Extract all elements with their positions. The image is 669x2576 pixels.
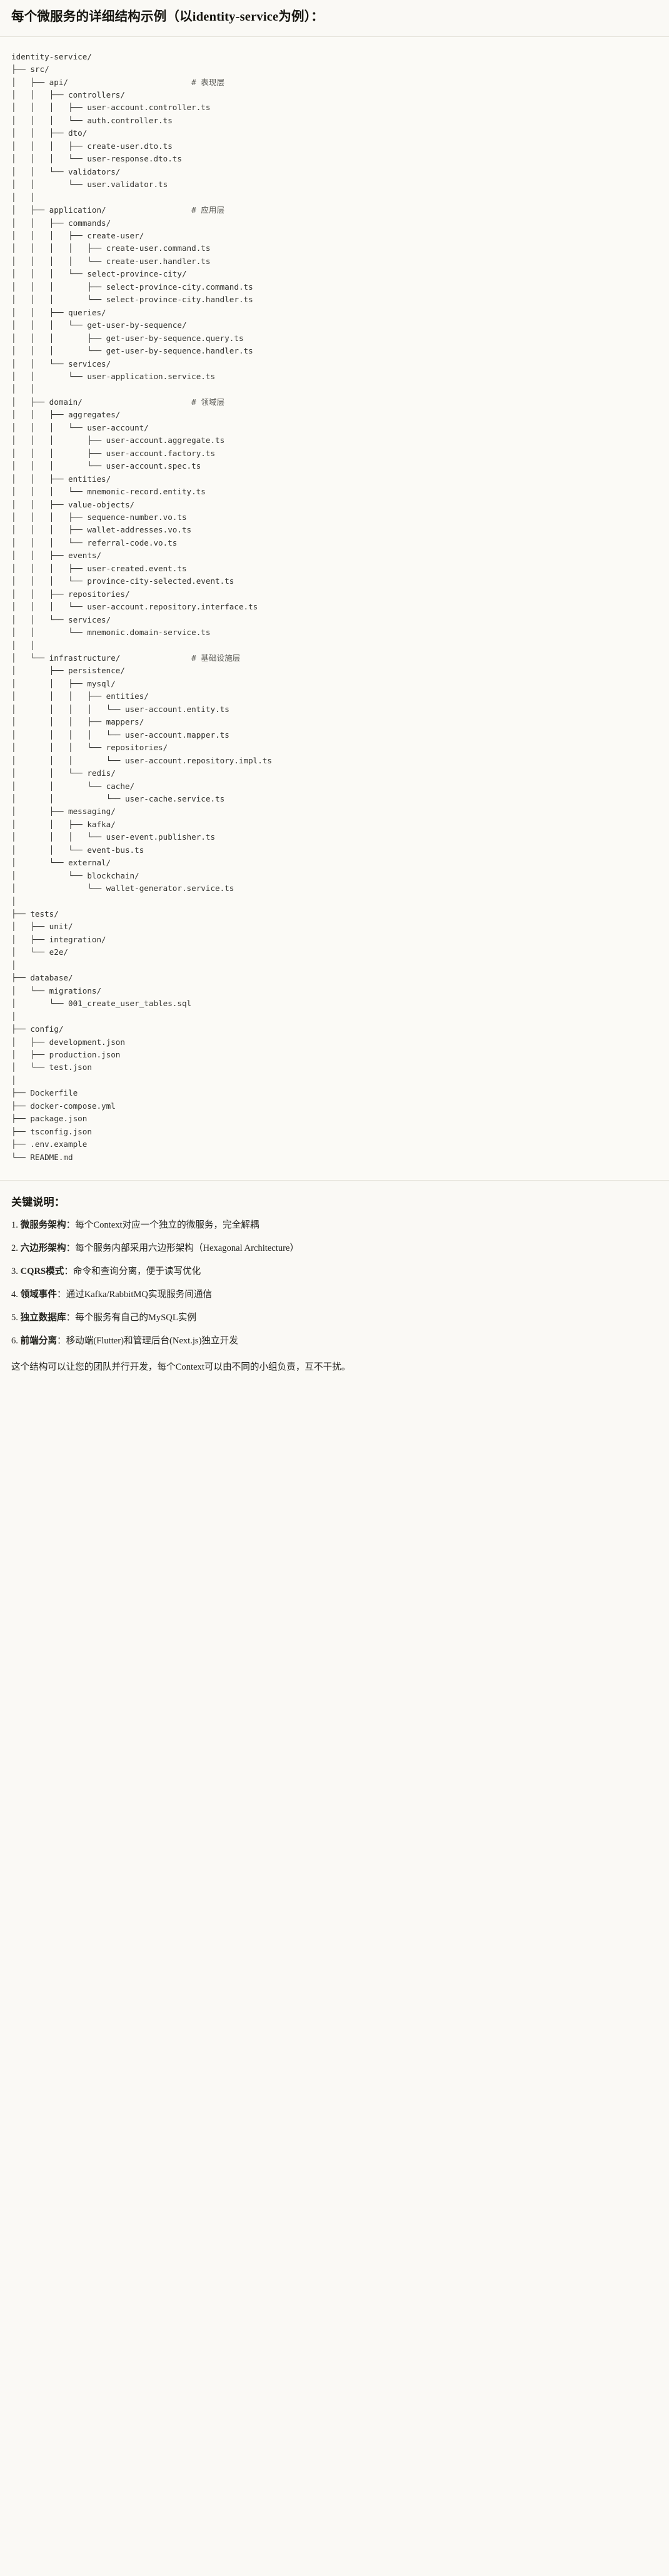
header: 每个微服务的详细结构示例（以identity-service为例）： bbox=[0, 0, 669, 37]
key-note-label: 微服务架构 bbox=[20, 1220, 66, 1231]
key-note-text: ：每个Context对应一个独立的微服务，完全解耦 bbox=[66, 1220, 259, 1231]
directory-tree: identity-service/ ├── src/ │ ├── api/ # … bbox=[11, 51, 273, 1162]
closing-paragraph: 这个结构可以让您的团队并行开发，每个Context可以由不同的小组负责，互不干扰… bbox=[11, 1362, 351, 1373]
key-notes-section: 关键说明： 微服务架构：每个Context对应一个独立的微服务，完全解耦六边形架… bbox=[0, 1181, 669, 1389]
tree-layer-comment: # 应用层 bbox=[191, 205, 225, 215]
tree-layer-comment: # 基础设施层 bbox=[191, 653, 241, 663]
key-note-item: 独立数据库：每个服务有自己的MySQL实例 bbox=[11, 1311, 658, 1325]
key-notes-list: 微服务架构：每个Context对应一个独立的微服务，完全解耦六边形架构：每个服务… bbox=[11, 1219, 658, 1348]
key-notes-title: 关键说明： bbox=[11, 1196, 65, 1209]
key-note-item: 六边形架构：每个服务内部采用六边形架构（Hexagonal Architectu… bbox=[11, 1242, 658, 1256]
key-note-text: ：每个服务内部采用六边形架构（Hexagonal Architecture） bbox=[66, 1243, 299, 1253]
tree-layer-comment: # 领域层 bbox=[191, 397, 225, 407]
key-note-item: 微服务架构：每个Context对应一个独立的微服务，完全解耦 bbox=[11, 1219, 658, 1233]
key-note-text: ：通过Kafka/RabbitMQ实现服务间通信 bbox=[56, 1289, 213, 1300]
key-note-label: 领域事件 bbox=[20, 1289, 57, 1300]
page-root: 每个微服务的详细结构示例（以identity-service为例）： ident… bbox=[0, 0, 669, 1388]
key-note-text: ：命令和查询分离，便于读写优化 bbox=[64, 1266, 201, 1276]
key-note-text: ：移动端(Flutter)和管理后台(Next.js)独立开发 bbox=[56, 1335, 238, 1346]
tree-layer-comment: # 表现层 bbox=[191, 77, 225, 87]
key-note-item: 领域事件：通过Kafka/RabbitMQ实现服务间通信 bbox=[11, 1288, 658, 1302]
key-note-item: 前端分离：移动端(Flutter)和管理后台(Next.js)独立开发 bbox=[11, 1335, 658, 1348]
key-note-label: 独立数据库 bbox=[20, 1312, 66, 1323]
page-title: 每个微服务的详细结构示例（以identity-service为例）： bbox=[11, 10, 324, 24]
key-note-item: CQRS模式：命令和查询分离，便于读写优化 bbox=[11, 1265, 658, 1279]
key-note-text: ：每个服务有自己的MySQL实例 bbox=[66, 1312, 196, 1323]
key-note-label: CQRS模式 bbox=[20, 1266, 64, 1276]
key-note-label: 前端分离 bbox=[20, 1335, 57, 1346]
key-note-label: 六边形架构 bbox=[20, 1243, 66, 1253]
directory-tree-block: identity-service/ ├── src/ │ ├── api/ # … bbox=[0, 36, 669, 1181]
